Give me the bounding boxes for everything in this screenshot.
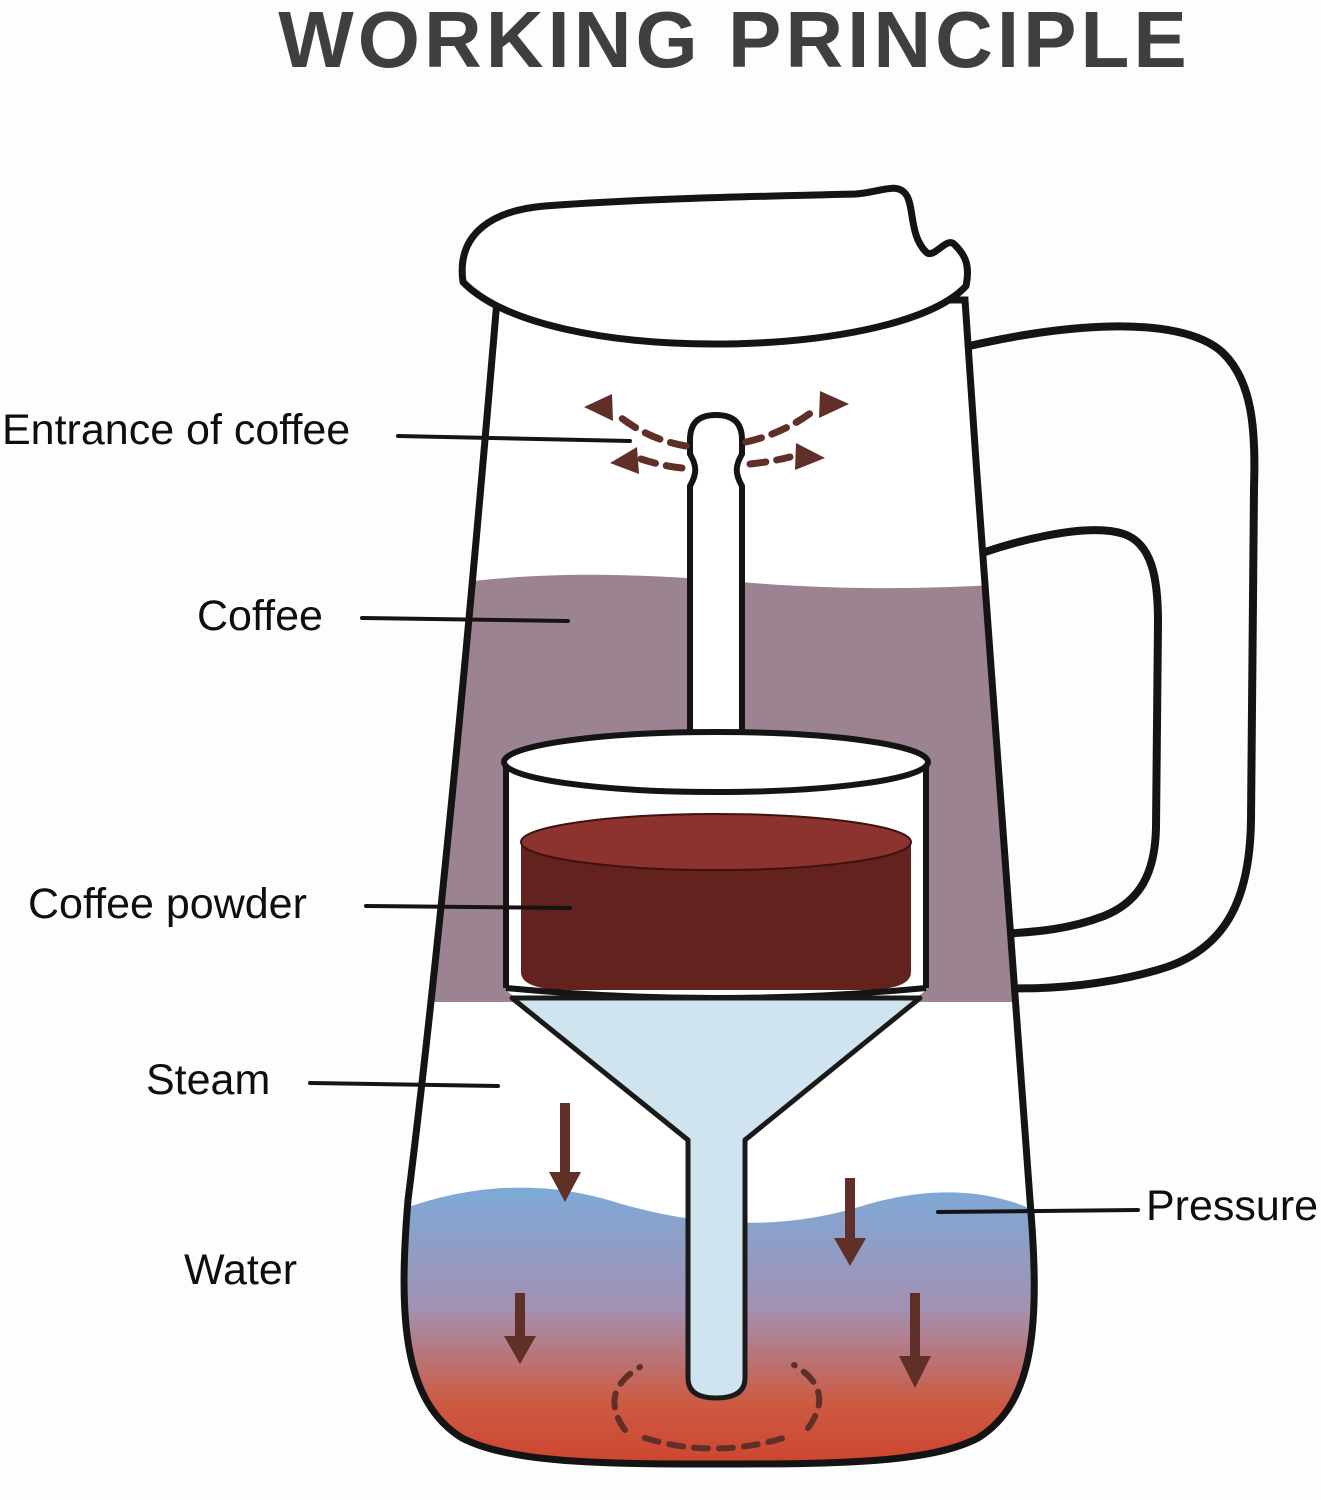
label-water: Water bbox=[184, 1246, 298, 1294]
boil-arc-left bbox=[611, 1364, 643, 1433]
coffee-powder-surface bbox=[520, 813, 912, 871]
boil-arc-bottom bbox=[642, 1433, 793, 1452]
boiling-arcs bbox=[611, 1362, 823, 1452]
pressure-arrow-4 bbox=[899, 1293, 931, 1388]
funnel bbox=[509, 995, 923, 1401]
spray-arrowhead-left-up bbox=[584, 394, 613, 421]
filter-basket bbox=[501, 729, 931, 1002]
spray-arc-right-up bbox=[742, 408, 816, 446]
label-pressure: Pressure bbox=[1146, 1182, 1319, 1230]
pot-body-outline bbox=[400, 296, 1038, 1468]
leader-entrance bbox=[396, 434, 632, 443]
label-steam: Steam bbox=[146, 1056, 271, 1104]
leader-coffee bbox=[360, 616, 570, 623]
leader-steam bbox=[308, 1081, 500, 1088]
label-coffee-powder: Coffee powder bbox=[28, 880, 307, 928]
spray-arrowhead-right-up bbox=[819, 391, 849, 418]
pot-handle-outer-edge bbox=[941, 322, 1259, 993]
pressure-arrow-3 bbox=[504, 1293, 536, 1364]
spray-arrowhead-right-down bbox=[795, 443, 825, 470]
leader-coffee-powder bbox=[364, 904, 572, 910]
coffee-powder-body bbox=[521, 842, 911, 990]
page-title: WORKING PRINCIPLE bbox=[278, 0, 1191, 84]
spray-arrowhead-left-down bbox=[610, 447, 639, 474]
leader-lines bbox=[308, 434, 1140, 1214]
pot-rim bbox=[458, 184, 972, 348]
pressure-arrows bbox=[504, 1103, 931, 1388]
basket-lid bbox=[501, 729, 931, 795]
label-entrance-of-coffee: Entrance of coffee bbox=[2, 406, 351, 454]
spray-arc-left-down bbox=[637, 455, 686, 472]
spray-arc-right-down bbox=[746, 453, 794, 468]
pressure-arrow-1 bbox=[549, 1103, 581, 1202]
label-coffee: Coffee bbox=[197, 592, 323, 640]
pot-handle bbox=[941, 322, 1259, 993]
coffee-spray-arcs bbox=[616, 408, 816, 472]
boil-arc-right bbox=[791, 1362, 823, 1431]
pressure-arrow-2 bbox=[834, 1178, 866, 1266]
pot-handle-inner-edge bbox=[944, 526, 1163, 938]
center-stem bbox=[687, 411, 745, 773]
spray-arc-left-up bbox=[616, 413, 690, 450]
coffee-spray-arrowheads bbox=[584, 391, 849, 474]
leader-pressure bbox=[936, 1208, 1140, 1214]
